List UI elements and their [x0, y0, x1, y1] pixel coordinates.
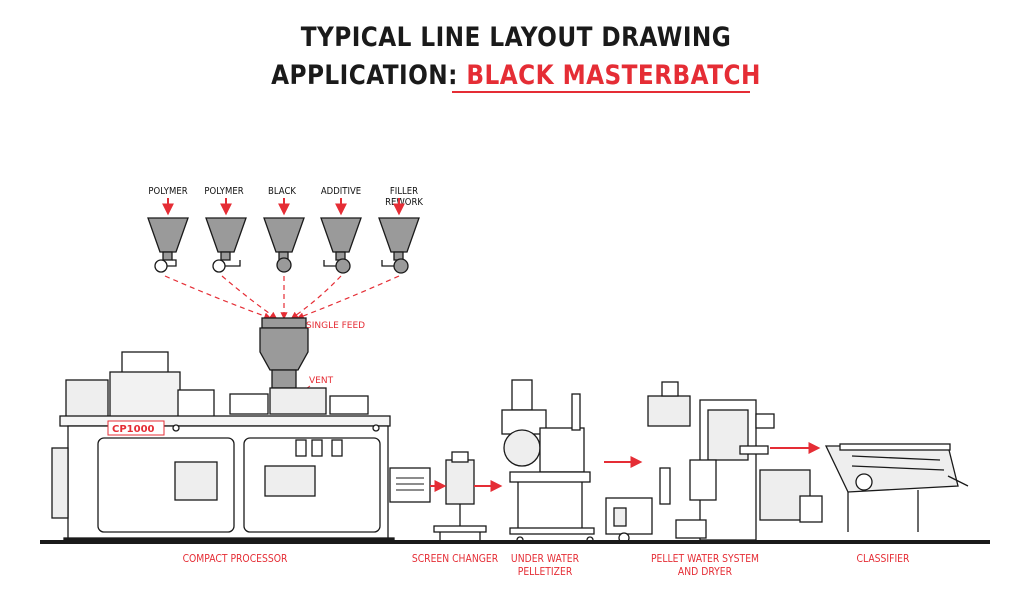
- dryer-label-line2: AND DRYER: [677, 566, 733, 578]
- hopper-black: [263, 217, 305, 273]
- screen-changer: [433, 451, 487, 540]
- station-label-compact-processor: COMPACT PROCESSOR: [182, 553, 288, 565]
- floor-line: [40, 540, 990, 544]
- single-feed-label: SINGLE FEED: [306, 321, 365, 331]
- application-prefix: APPLICATION:: [271, 60, 467, 91]
- feeder-label-polymer-1: POLYMER: [148, 186, 188, 197]
- machine-badge: CP1000: [112, 424, 155, 435]
- pelletizer-label-line1: UNDER WATER: [510, 553, 580, 565]
- vent-label: VENT: [309, 376, 334, 386]
- dryer-label-line1: PELLET WATER SYSTEM: [650, 553, 760, 565]
- classifier: [824, 443, 969, 532]
- underwater-pelletizer: [501, 379, 595, 544]
- feed-lines: [164, 275, 400, 320]
- pelletizer-label-line2: PELLETIZER: [517, 566, 573, 578]
- processor-vent-lines: [396, 477, 424, 491]
- hopper-filler-rework: [378, 217, 420, 274]
- hopper-polymer-1: [147, 217, 189, 273]
- hopper-polymer-2: [205, 217, 247, 273]
- diagram-subtitle: APPLICATION: BLACK MASTERBATCH: [72, 60, 960, 91]
- hopper-additive: [320, 217, 362, 274]
- feeder-label-polymer-2: POLYMER: [204, 186, 244, 197]
- diagram-title: TYPICAL LINE LAYOUT DRAWING: [300, 22, 732, 53]
- pellet-water-system-dryer: [605, 381, 823, 544]
- flow-arrows: [430, 442, 821, 492]
- machine-badge-frame: [107, 420, 165, 436]
- feeder-hoppers: [147, 217, 420, 274]
- application-name: BLACK MASTERBATCH: [466, 60, 761, 91]
- feeder-arrows: [162, 198, 405, 216]
- single-feed-hopper: [259, 317, 309, 389]
- feeder-label-additive: ADDITIVE: [320, 186, 362, 197]
- compact-processor: [51, 351, 431, 543]
- feeder-label-filler-rework: FILLER REWORK: [385, 186, 423, 208]
- feeder-label-black: BLACK: [268, 186, 296, 197]
- title-underline: [452, 91, 750, 93]
- station-label-screen-changer: SCREEN CHANGER: [411, 553, 499, 565]
- station-label-classifier: CLASSIFIER: [856, 553, 910, 565]
